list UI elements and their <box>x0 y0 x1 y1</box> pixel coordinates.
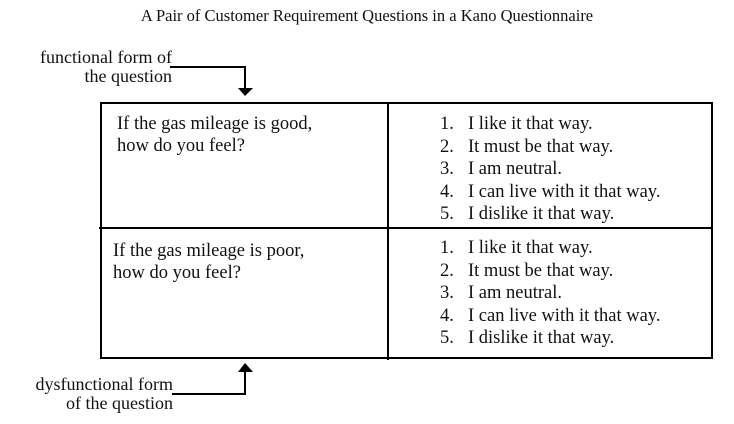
diagram-title: A Pair of Customer Requirement Questions… <box>140 6 594 25</box>
option-number: 2. <box>440 136 454 157</box>
option-text: I am neutral. <box>468 283 562 304</box>
dysfunctional-label: dysfunctional form of the question <box>36 375 173 413</box>
answer-option: 2. It must be that way. <box>440 136 660 159</box>
option-number: 4. <box>440 181 454 202</box>
option-number: 1. <box>440 114 454 134</box>
question-line-1: If the gas mileage is poor, <box>113 241 305 261</box>
functional-question: If the gas mileage is good, how do you f… <box>117 113 312 157</box>
answer-option: 4. I can live with it that way. <box>440 305 660 328</box>
answer-option: 1. I like it that way. <box>440 113 660 136</box>
dysfunctional-arrow-icon <box>172 363 253 395</box>
question-line-2: how do you feel? <box>117 136 245 156</box>
option-number: 5. <box>440 204 454 225</box>
option-text: I am neutral. <box>468 159 562 180</box>
option-number: 5. <box>440 328 454 349</box>
option-text: I can live with it that way. <box>468 181 661 202</box>
option-number: 3. <box>440 159 454 180</box>
option-text: I like it that way. <box>468 238 593 258</box>
option-text: It must be that way. <box>468 260 614 281</box>
option-number: 4. <box>440 305 454 326</box>
option-text: I like it that way. <box>468 114 593 134</box>
answer-option: 3. I am neutral. <box>440 158 660 181</box>
functional-label-line-2: the question <box>84 66 173 86</box>
option-text: I dislike it that way. <box>468 204 615 225</box>
dysfunctional-answer-options: 1. I like it that way. 2. It must be that … <box>440 237 660 350</box>
answer-option: 2. It must be that way. <box>440 260 660 283</box>
functional-arrow-icon <box>170 66 253 96</box>
answer-option: 4. I can live with it that way. <box>440 181 660 204</box>
functional-label: functional form of the question <box>40 48 172 86</box>
questionnaire-box <box>100 102 713 359</box>
option-number: 2. <box>440 260 454 281</box>
option-number: 1. <box>440 238 454 258</box>
option-number: 3. <box>440 283 454 304</box>
answer-option: 3. I am neutral. <box>440 282 660 305</box>
answer-option: 5. I dislike it that way. <box>440 327 660 350</box>
option-text: It must be that way. <box>468 136 614 157</box>
answer-option: 1. I like it that way. <box>440 237 660 260</box>
dysfunctional-label-line-2: of the question <box>66 393 173 413</box>
question-line-1: If the gas mileage is good, <box>117 114 313 134</box>
answer-option: 5. I dislike it that way. <box>440 203 660 226</box>
dysfunctional-label-line-1: dysfunctional form <box>35 374 173 394</box>
question-line-2: how do you feel? <box>113 263 241 283</box>
functional-answer-options: 1. I like it that way. 2. It must be that … <box>440 113 660 226</box>
option-text: I can live with it that way. <box>468 305 661 326</box>
dysfunctional-question: If the gas mileage is poor, how do you f… <box>113 240 304 284</box>
option-text: I dislike it that way. <box>468 328 615 349</box>
functional-label-line-1: functional form of <box>40 47 172 67</box>
